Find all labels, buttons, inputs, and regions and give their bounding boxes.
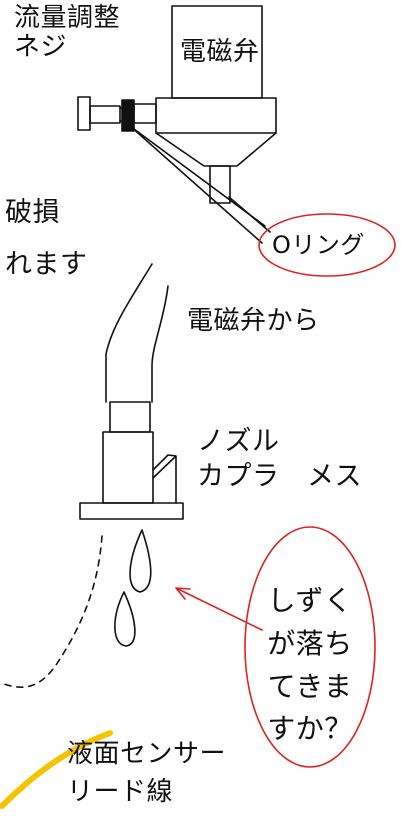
oring-leader-3: [228, 196, 271, 233]
nozzle-coupler-label-line1: ノズル: [197, 426, 280, 457]
drip-question-text: しずく が落ち てきま すか？: [245, 580, 375, 751]
from-solenoid-valve-label: 電磁弁から: [187, 306, 320, 336]
droplet-lower: [114, 591, 136, 647]
tube-right-wall: [151, 285, 169, 403]
flow-adjust-screw-label: 流量調整 ネジ: [14, 3, 121, 63]
solenoid-valve-flange: [155, 97, 277, 134]
coupler-body: [102, 431, 154, 504]
drip-question-line3: てきま: [267, 669, 353, 703]
sensor-lead-label-line1: 液面センサー: [67, 739, 227, 769]
tube-left-wall: [105, 263, 153, 403]
solenoid-valve-label: 電磁弁: [180, 37, 260, 67]
cut-text-line1: 破損: [5, 197, 60, 228]
coupler-top-sleeve: [109, 401, 151, 433]
oring-callout-oval: [258, 213, 396, 277]
drip-callout-oval: [244, 526, 376, 768]
oring-label: Oリング: [272, 231, 365, 259]
drip-callout-arrow: [175, 587, 263, 631]
dashed-outline: [3, 535, 103, 688]
cut-text-line2: れます: [5, 249, 88, 280]
drip-question-line2: が落ち: [267, 626, 353, 660]
drip-question-line1: しずく: [267, 584, 353, 617]
droplet-upper: [129, 529, 152, 593]
oring-leader-2: [129, 125, 263, 244]
flow-adjust-screw-label-line1: 流量調整: [14, 3, 121, 33]
drip-question-line4: すか？: [267, 712, 353, 746]
sensor-lead-label-line2: リード線: [67, 776, 174, 807]
coupler-flange: [79, 502, 184, 520]
flow-adjust-screw: [77, 96, 157, 132]
nozzle-coupler-label: ノズル カプラ メス: [197, 424, 362, 494]
nozzle-coupler-label-line2: カプラ メス: [197, 461, 362, 493]
sensor-lead-label: 液面センサー リード線: [67, 736, 226, 811]
flow-adjust-screw-label-line2: ネジ: [14, 32, 68, 63]
coupler-side-latch: [152, 454, 177, 504]
solenoid-valve-funnel: [155, 132, 277, 167]
sensor-lead-wire: [0, 730, 113, 809]
